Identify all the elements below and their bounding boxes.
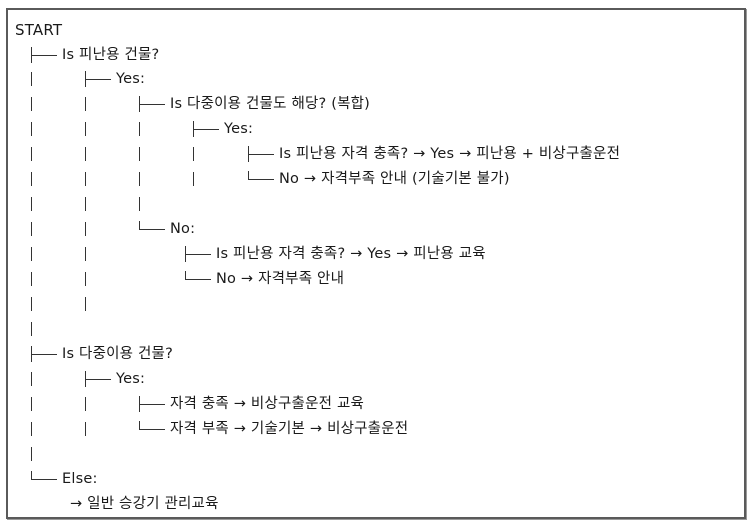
vertical-line-icon xyxy=(31,172,32,186)
tree-row xyxy=(8,192,744,216)
node-multi-qual-met: 자격 충족 → 비상구출운전 교육 xyxy=(170,396,365,412)
node-multi-also-question: Is 다중이용 건물도 해당? (복합) xyxy=(170,96,371,112)
vertical-line-icon xyxy=(85,197,86,211)
vertical-line-icon xyxy=(31,122,32,136)
node-multi-also-no: No: xyxy=(170,221,196,237)
last-branch-connector-icon xyxy=(31,471,63,487)
branch-connector-icon xyxy=(248,146,280,162)
vertical-line-icon xyxy=(193,172,194,186)
vertical-line-icon xyxy=(85,122,86,136)
vertical-line-icon xyxy=(85,222,86,236)
last-branch-connector-icon xyxy=(139,421,171,437)
vertical-line-icon xyxy=(139,122,140,136)
node-else: Else: xyxy=(62,471,98,487)
vertical-line-icon xyxy=(31,72,32,86)
tree-row: No: xyxy=(8,217,744,241)
vertical-line-icon xyxy=(31,397,32,411)
node-evac-qual-combined: Is 피난용 자격 충족? → Yes → 피난용 + 비상구출운전 xyxy=(279,146,621,162)
vertical-line-icon xyxy=(31,97,32,111)
vertical-line-icon xyxy=(31,322,32,336)
vertical-line-icon xyxy=(85,397,86,411)
branch-connector-icon xyxy=(85,371,117,387)
vertical-line-icon xyxy=(139,172,140,186)
vertical-line-icon xyxy=(85,272,86,286)
last-branch-connector-icon xyxy=(139,221,171,237)
tree-row: 자격 부족 → 기술기본 → 비상구출운전 xyxy=(8,417,744,441)
tree-row: 자격 충족 → 비상구출운전 교육 xyxy=(8,392,744,416)
branch-connector-icon xyxy=(185,246,217,262)
branch-connector-icon xyxy=(193,121,225,137)
node-evac-building-question: Is 피난용 건물? xyxy=(62,47,160,63)
node-multi-qual-short: 자격 부족 → 기술기본 → 비상구출운전 xyxy=(170,421,409,437)
node-evac-qual-combined-no: No → 자격부족 안내 (기술기본 불가) xyxy=(279,171,510,187)
tree-row: No → 자격부족 안내 xyxy=(8,267,744,291)
vertical-line-icon xyxy=(31,447,32,461)
tree-row: Yes: xyxy=(8,117,744,141)
vertical-line-icon xyxy=(85,172,86,186)
vertical-line-icon xyxy=(31,372,32,386)
branch-connector-icon xyxy=(139,396,171,412)
start-label: START xyxy=(15,21,63,39)
vertical-line-icon xyxy=(31,422,32,436)
vertical-line-icon xyxy=(193,147,194,161)
vertical-line-icon xyxy=(31,297,32,311)
tree-row: Is 피난용 자격 충족? → Yes → 피난용 교육 xyxy=(8,242,744,266)
vertical-line-icon xyxy=(85,422,86,436)
vertical-line-icon xyxy=(85,97,86,111)
tree-row: Is 다중이용 건물? xyxy=(8,342,744,366)
tree-row: START xyxy=(8,18,744,42)
last-branch-connector-icon xyxy=(248,171,280,187)
vertical-line-icon xyxy=(31,147,32,161)
last-branch-connector-icon xyxy=(185,271,217,287)
node-evac-yes: Yes: xyxy=(116,71,146,87)
tree-row: Yes: xyxy=(8,67,744,91)
node-multi-also-yes: Yes: xyxy=(224,121,254,137)
vertical-line-icon xyxy=(31,222,32,236)
vertical-line-icon xyxy=(85,147,86,161)
node-evac-qual-only: Is 피난용 자격 충족? → Yes → 피난용 교육 xyxy=(216,246,486,262)
vertical-line-icon xyxy=(31,247,32,261)
tree-row xyxy=(8,317,744,341)
vertical-line-icon xyxy=(85,247,86,261)
branch-connector-icon xyxy=(31,346,63,362)
tree-row xyxy=(8,292,744,316)
node-multi-yes: Yes: xyxy=(116,371,146,387)
tree-row: Yes: xyxy=(8,367,744,391)
node-evac-qual-only-no: No → 자격부족 안내 xyxy=(216,271,345,287)
vertical-line-icon xyxy=(31,197,32,211)
vertical-line-icon xyxy=(139,197,140,211)
vertical-line-icon xyxy=(31,272,32,286)
tree-row: → 일반 승강기 관리교육 xyxy=(8,492,744,516)
branch-connector-icon xyxy=(85,71,117,87)
branch-connector-icon xyxy=(139,96,171,112)
vertical-line-icon xyxy=(139,147,140,161)
branch-connector-icon xyxy=(31,47,63,63)
tree-row: Else: xyxy=(8,467,744,491)
tree-row: No → 자격부족 안내 (기술기본 불가) xyxy=(8,167,744,191)
tree-row: Is 피난용 건물? xyxy=(8,43,744,67)
tree-row: Is 피난용 자격 충족? → Yes → 피난용 + 비상구출운전 xyxy=(8,142,744,166)
tree-row xyxy=(8,442,744,466)
node-else-result: → 일반 승강기 관리교육 xyxy=(70,496,219,512)
decision-tree: START Is 피난용 건물? Yes: Is 다중이용 건물도 해당? (복… xyxy=(8,10,744,517)
flowchart-frame: START Is 피난용 건물? Yes: Is 다중이용 건물도 해당? (복… xyxy=(6,8,746,519)
node-multi-building-question: Is 다중이용 건물? xyxy=(62,346,173,362)
tree-row: Is 다중이용 건물도 해당? (복합) xyxy=(8,92,744,116)
vertical-line-icon xyxy=(85,297,86,311)
